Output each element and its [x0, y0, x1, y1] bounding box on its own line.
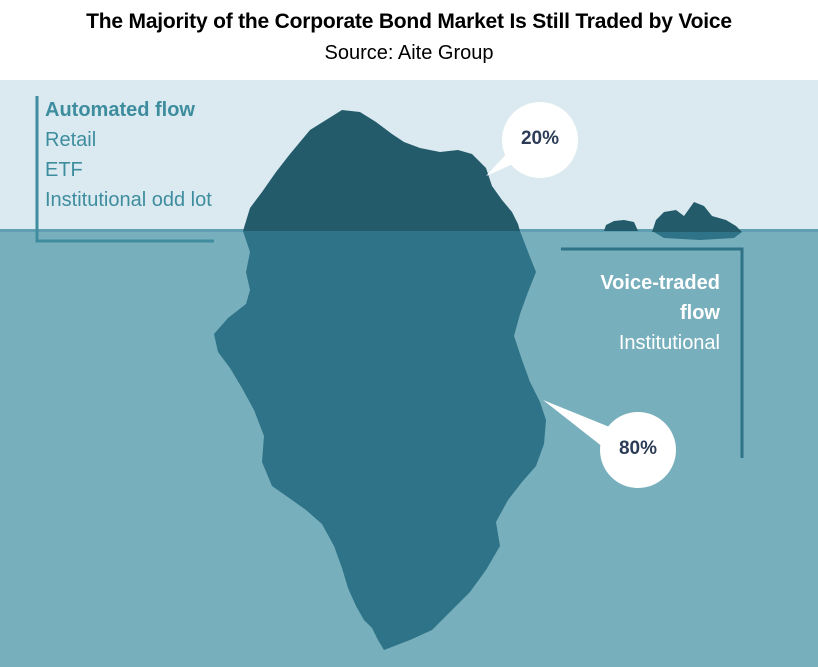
bubble-20	[502, 102, 578, 178]
small-ice-chunk-2	[652, 202, 742, 232]
voice-flow-heading-line2: flow	[680, 302, 720, 324]
page-subtitle: Source: Aite Group	[324, 42, 494, 64]
bubble-80	[600, 412, 676, 488]
automated-item-odd-lot: Institutional odd lot	[45, 189, 212, 211]
small-ice-chunk-1	[604, 220, 638, 231]
page-title: The Majority of the Corporate Bond Marke…	[86, 10, 732, 33]
voice-share-value: 80%	[618, 438, 658, 459]
voice-flow-heading-line1: Voice-traded	[600, 272, 720, 294]
automated-item-retail: Retail	[45, 129, 97, 151]
voice-bracket	[561, 247, 744, 458]
automated-flow-label: Automated flow Retail ETF Institutional …	[45, 95, 212, 215]
small-ice-chunk-2-underside	[654, 232, 742, 240]
automated-flow-heading: Automated flow	[45, 99, 195, 121]
voice-item-institutional: Institutional	[618, 332, 720, 354]
iceberg-underwater	[214, 231, 546, 650]
automated-share-value: 20%	[520, 128, 560, 149]
automated-bracket	[35, 96, 214, 243]
automated-item-etf: ETF	[45, 159, 83, 181]
voice-flow-label: Voice-traded flow Institutional	[600, 268, 720, 358]
iceberg-tip	[243, 110, 520, 231]
